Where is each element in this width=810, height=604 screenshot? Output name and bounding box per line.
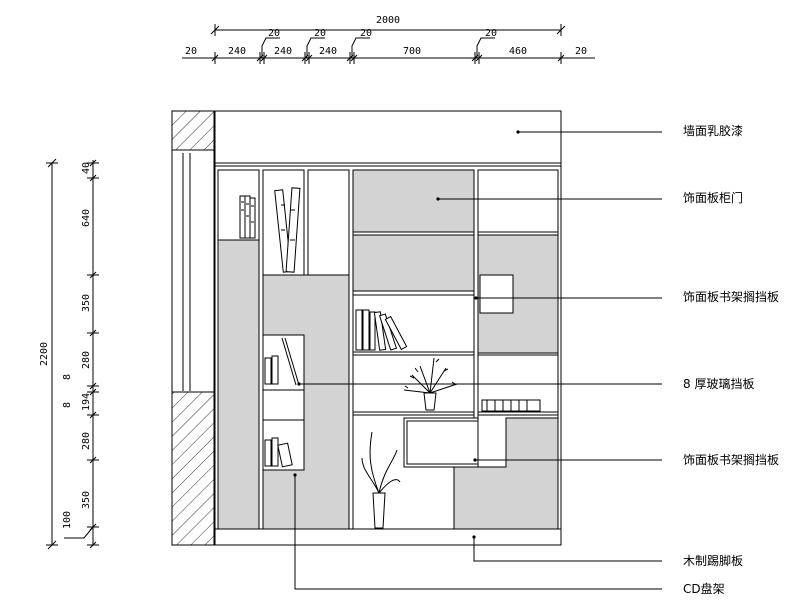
top-dim-slash-0 (211, 54, 219, 62)
top-dim-seg-6: 20 (360, 28, 372, 39)
top-dim-seg-0: 20 (185, 46, 197, 57)
top-dim-slash-2 (260, 54, 268, 62)
callout-wall-paint: 墙面乳胶漆 (683, 123, 743, 138)
top-dim-seg-9: 460 (509, 46, 527, 57)
column-2 (262, 169, 350, 530)
left-dim-slash-6 (89, 411, 97, 419)
top-dim-seg-8: 20 (485, 28, 497, 39)
top-dim-slash-8 (475, 54, 483, 62)
top-dim-seg-2: 20 (268, 28, 280, 39)
left-dimension-chain: 2200 40 640 350 280 8 8 194 280 350 100 (39, 158, 99, 550)
top-dim-slash-4 (305, 54, 313, 62)
left-dim-slash-4 (89, 382, 97, 390)
cd-stack-lower (264, 437, 293, 468)
top-dim-slash-9 (557, 54, 565, 62)
left-dim-seg-3: 280 (81, 351, 92, 369)
cabinet-door-mid-col4 (352, 234, 475, 292)
callout-skirting-board: 木制踢脚板 (683, 553, 743, 568)
callout-cd-rack: CD盘架 (683, 581, 725, 596)
left-dim-seg-1: 640 (81, 209, 92, 227)
books-col4 (355, 309, 408, 351)
left-dim-slash-5 (89, 388, 97, 396)
left-dim-seg-9: 100 (62, 511, 73, 529)
left-dim-total: 2200 (39, 342, 50, 366)
left-dim-slash-2 (89, 271, 97, 279)
top-dimension-chain: 2000 20 240 20 240 20 240 20 700 20 460 … (182, 15, 595, 64)
left-dim-slash-0 (89, 159, 97, 167)
left-dim-seg-8: 350 (81, 491, 92, 509)
callout-glass-baffle: 8 厚玻璃挡板 (683, 377, 754, 391)
branch-vase (361, 431, 401, 529)
left-dim-slash-1 (89, 174, 97, 182)
callout-leaders (293, 130, 662, 590)
left-dim-seg-2: 350 (81, 294, 92, 312)
top-dim-total: 2000 (376, 15, 400, 26)
top-dim-seg-4: 20 (314, 28, 326, 39)
left-dim-slash-9 (89, 541, 97, 549)
callout-shelf-board-lower: 饰面板书架搁挡板 (683, 452, 779, 467)
top-dim-seg-10: 20 (575, 46, 587, 57)
left-dim-seg-4: 8 (62, 374, 73, 380)
column-3 (307, 169, 350, 276)
column-1 (217, 169, 260, 530)
top-dim-seg-1: 240 (228, 46, 246, 57)
column-5 (453, 169, 559, 530)
left-dim-seg-7: 280 (81, 432, 92, 450)
door-panel-col1 (217, 239, 260, 530)
top-dim-seg-7: 700 (403, 46, 421, 57)
left-dim-seg-5: 8 (62, 402, 73, 408)
callout-cabinet-door: 饰面板柜门 (683, 190, 743, 205)
callout-shelf-board-upper: 饰面板书架搁挡板 (683, 289, 779, 304)
plant-vase (403, 357, 458, 411)
cd-stack-upper (264, 337, 300, 386)
left-dim-seg-6: 194 (81, 393, 92, 411)
top-dim-seg-3: 240 (274, 46, 292, 57)
top-dim-slash-6 (350, 54, 358, 62)
wall-section (171, 110, 216, 546)
left-dim-slash-3 (89, 329, 97, 337)
top-dim-seg-5: 240 (319, 46, 337, 57)
shelf-panel-lower-right (453, 417, 559, 530)
cabinet-door-top-col4 (352, 169, 475, 233)
left-dim-seg-0: 40 (81, 162, 92, 174)
books-col1 (239, 195, 256, 239)
left-dim-slash-7 (89, 456, 97, 464)
books-col2 (274, 187, 301, 273)
